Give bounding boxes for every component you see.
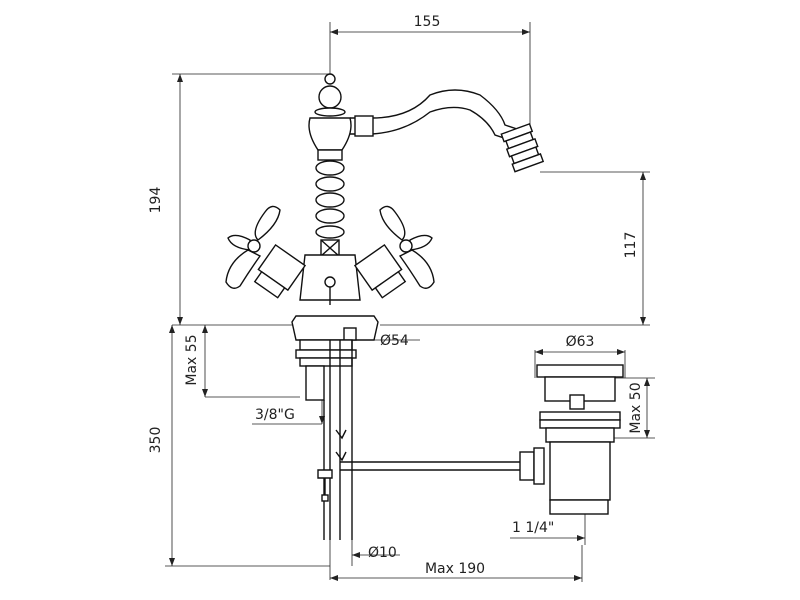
label-rod-max-length: Max 190 [425, 561, 485, 577]
spout [350, 89, 545, 173]
label-waste-max-height: Max 50 [628, 382, 644, 433]
dimension-lines [165, 22, 655, 582]
faucet-body [291, 73, 379, 341]
linkage-rod [340, 447, 545, 485]
label-outlet-height: 117 [623, 232, 639, 259]
label-waste-diameter: Ø63 [566, 334, 595, 350]
label-rod-diameter: Ø10 [368, 545, 397, 561]
dimension-labels: 155 194 117 Ø54 Max 55 350 3/8"G Ø63 Max… [148, 14, 644, 577]
label-total-height: 194 [148, 187, 164, 214]
dimension-arrows [169, 29, 650, 581]
left-cross-handle [225, 205, 307, 299]
label-max-thickness: Max 55 [184, 334, 200, 385]
pop-up-waste [536, 364, 624, 515]
label-spout-reach: 155 [414, 14, 441, 30]
mounting-shank [295, 339, 357, 540]
label-flexible-length: 350 [148, 427, 164, 454]
right-cross-handle [353, 205, 435, 299]
label-connection-thread: 3/8"G [255, 407, 295, 423]
label-waste-thread: 1 1/4" [512, 520, 554, 536]
label-base-diameter: Ø54 [380, 333, 409, 349]
